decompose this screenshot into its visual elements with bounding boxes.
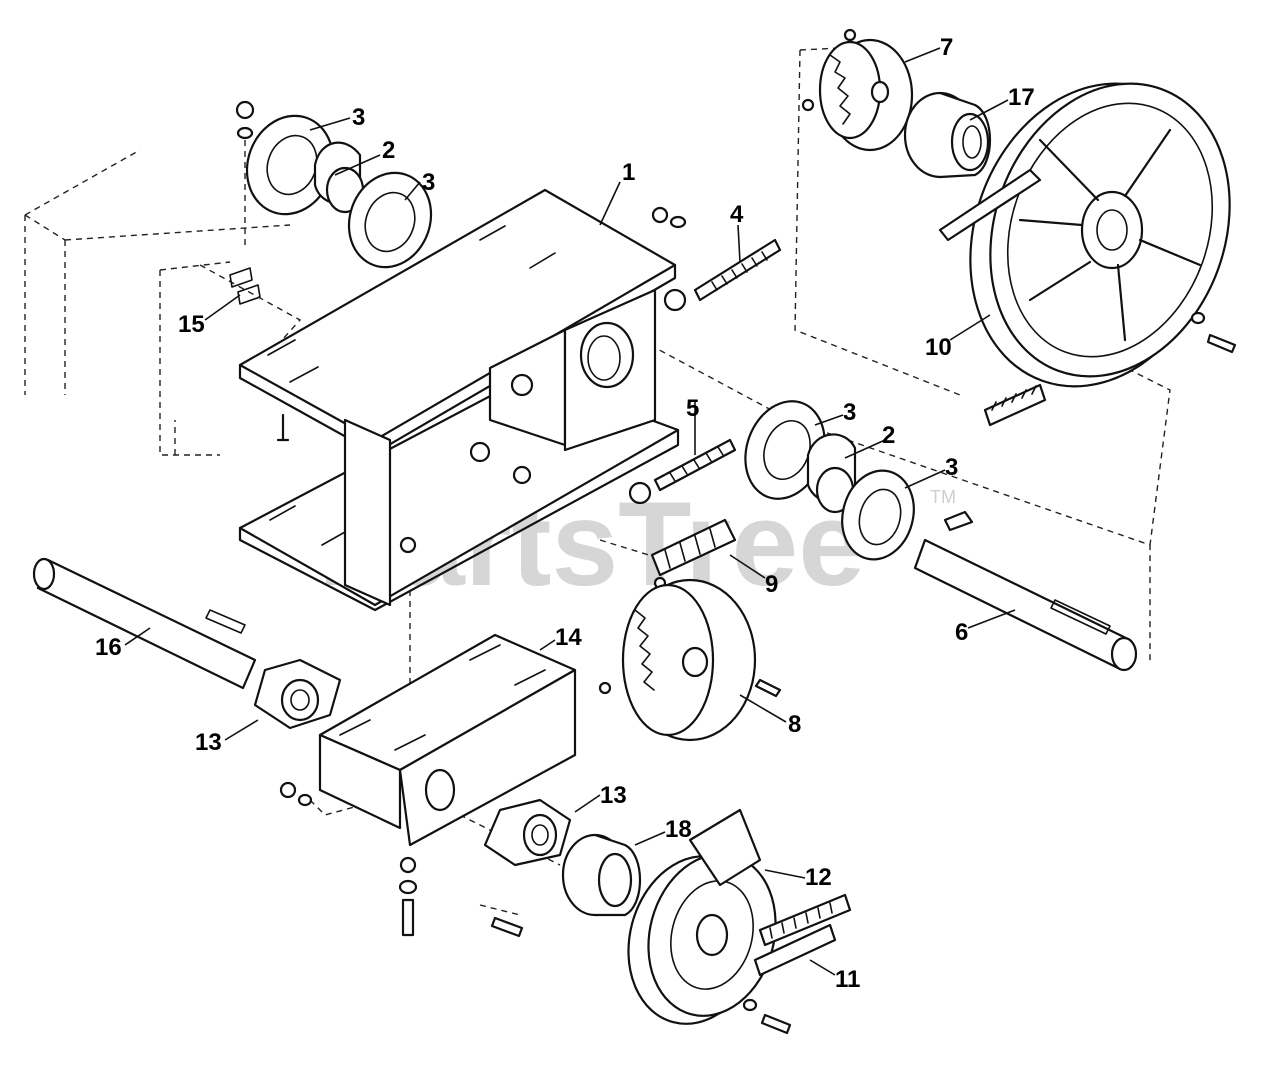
callout-3-right-right: 3 [945,454,958,481]
callout-16: 16 [95,634,122,661]
part-6-shaft [913,538,1138,672]
part-4-threaded-rod [693,238,782,302]
part-17-pulley-hub [903,91,992,179]
part-10-large-pulley [938,82,1237,427]
part-13-flange-bearing-left [253,658,342,730]
part-5-threaded-rod [628,438,737,505]
callout-18: 18 [665,816,692,843]
part-13-flange-bearing-lower [483,798,572,867]
part-1-main-bracket [238,188,680,612]
callout-11: 11 [835,966,860,993]
part-14-lower-bracket [318,633,577,847]
part-18-pulley-hub [561,833,642,917]
part-11-v-belt [753,893,852,977]
callout-4: 4 [730,201,744,228]
part-7-small-sprocket [801,28,914,152]
callout-5: 5 [686,395,699,422]
callout-3-upper-right: 3 [422,169,435,196]
callout-17: 17 [1008,84,1035,111]
callout-14: 14 [555,624,582,651]
callout-3-upper-left: 3 [352,104,365,131]
callout-2-right: 2 [882,422,895,449]
callout-10: 10 [925,334,952,361]
callout-15: 15 [178,311,205,338]
callout-6: 6 [955,619,968,646]
part-15-clips [229,267,261,305]
watermark-trademark: TM [930,487,956,507]
callout-13-left: 13 [195,729,222,756]
callout-leaders [124,47,1016,976]
callout-1: 1 [622,159,635,186]
right-bearing-assembly [744,400,974,561]
callout-9: 9 [765,571,778,598]
part-8-large-sprocket [598,576,782,742]
part-9-roller-chain [650,518,737,577]
callout-2-upper: 2 [382,137,395,164]
part-16-shaft [32,557,257,690]
callout-7: 7 [940,34,953,61]
callout-12: 12 [805,864,832,891]
callout-13-lower: 13 [600,782,627,809]
callout-3-right-left: 3 [843,399,856,426]
callout-8: 8 [788,711,801,738]
hardware-nuts-upper [651,206,687,312]
hardware-lower [279,781,792,1035]
frame-outline [24,149,291,456]
part-12-lower-pulley [627,808,777,1025]
